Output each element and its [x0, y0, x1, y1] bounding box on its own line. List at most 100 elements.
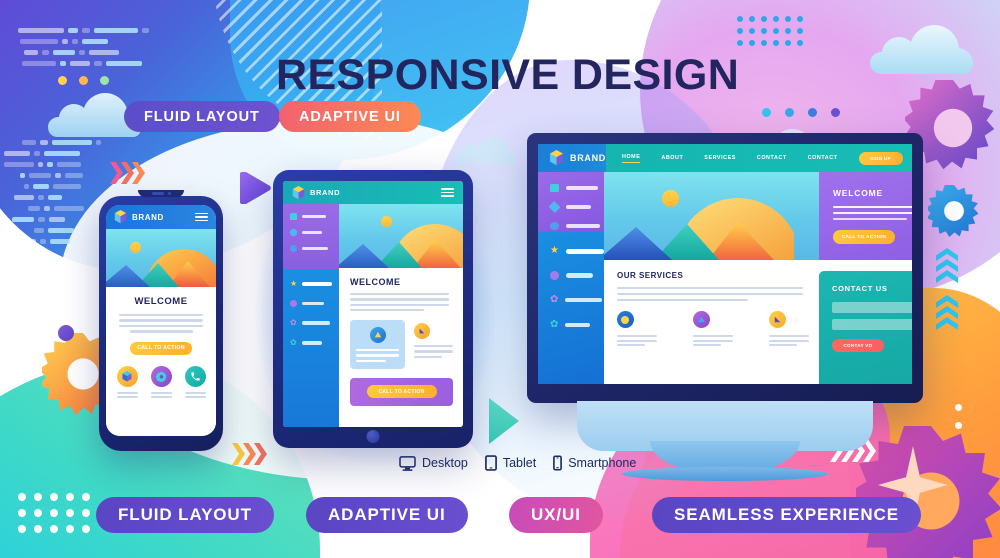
smartphone-icon [553, 455, 563, 471]
service-icon-3[interactable] [768, 311, 786, 329]
pencil-icon[interactable] [548, 200, 561, 214]
chevron-right-magenta-icon [110, 162, 145, 184]
triangle-badge-icon[interactable] [369, 327, 386, 344]
cloud-icon-top-left [48, 85, 156, 142]
service-icon-2[interactable] [692, 311, 710, 329]
four-dots-decoration [762, 108, 840, 117]
service-icon-1[interactable] [616, 311, 634, 329]
badge-ux-ui[interactable]: UX/UI [509, 497, 603, 533]
tablet-screen: BRAND [283, 181, 463, 427]
device-legend: Desktop Tablet Smartphone [399, 455, 636, 471]
phone-screen: BRAND [106, 205, 216, 436]
home-icon[interactable] [550, 184, 559, 192]
legend-label-tablet: Tablet [502, 456, 537, 470]
desktop-brand-label: BRAND [570, 153, 606, 163]
tablet-cta-button[interactable]: CALL TO ACTION [366, 385, 437, 399]
gear-blue-icon [928, 185, 980, 237]
monitor-base [622, 467, 828, 481]
dot-purple-decoration [58, 325, 74, 341]
triangle-teal-decoration [489, 398, 519, 444]
desktop-nav-about[interactable]: ABOUT [661, 155, 684, 161]
brand-cube-icon [114, 210, 127, 224]
desktop-device-mockup[interactable]: BRAND HOME ABOUT SERVICES CONTACT CONTAC… [527, 133, 923, 481]
phone-hero-image [106, 229, 216, 287]
hamburger-icon[interactable] [441, 188, 454, 197]
chevron-right-yellow-icon [232, 443, 267, 465]
phone-cta-button[interactable]: CALL TO ACTION [130, 341, 192, 355]
monitor-bezel: BRAND HOME ABOUT SERVICES CONTACT CONTAC… [527, 133, 923, 403]
desktop-welcome-title: WELCOME [832, 188, 883, 198]
tablet-device-mockup[interactable]: BRAND [273, 170, 473, 448]
desktop-contact-submit[interactable]: CONTAY VO [831, 339, 884, 352]
home-icon[interactable] [290, 213, 297, 220]
legend-item-desktop: Desktop [399, 455, 468, 471]
code-lines-decoration-secondary [4, 140, 234, 250]
desktop-navbar: BRAND HOME ABOUT SERVICES CONTACT CONTAC… [538, 144, 912, 172]
flower-icon[interactable]: ✿ [550, 294, 559, 305]
tablet-home-button[interactable] [366, 430, 380, 443]
phone-brand-label: BRAND [132, 212, 164, 222]
circle-icon[interactable] [290, 300, 297, 307]
desktop-hero-image [603, 172, 819, 260]
desktop-screen: BRAND HOME ABOUT SERVICES CONTACT CONTAC… [538, 144, 912, 384]
pencil-icon[interactable] [288, 227, 299, 238]
phone-welcome-title: WELCOME [134, 296, 188, 307]
legend-item-tablet: Tablet [484, 455, 537, 471]
user-icon[interactable] [550, 222, 559, 230]
desktop-signup-button[interactable]: SIGN UP [858, 151, 903, 165]
desktop-welcome-panel: WELCOME CALL TO ACTION [818, 172, 912, 260]
badge-adaptive-ui-top[interactable]: ADAPTIVE UI [279, 101, 421, 132]
contact-input-name[interactable] [831, 302, 912, 313]
desktop-contact-panel: CONTACT US CONTAY VO [818, 271, 912, 384]
legend-label-desktop: Desktop [422, 456, 468, 470]
desktop-body: ★ ✿ ✿ [538, 172, 912, 384]
tablet-welcome-title: WELCOME [350, 277, 401, 287]
page-title: RESPONSIVE DESIGN [276, 51, 740, 99]
tablet-brand-label: BRAND [310, 188, 341, 197]
desktop-nav-contact-2[interactable]: CONTACT [807, 155, 838, 161]
chevron-up-cyan-icon-secondary [936, 295, 958, 330]
desktop-welcome-cta[interactable]: CALL TO ACTION [832, 230, 895, 245]
badge-seamless-experience[interactable]: SEAMLESS EXPERIENCE [652, 497, 921, 533]
star-icon[interactable]: ★ [550, 245, 559, 256]
shape-badge-icon[interactable] [414, 323, 430, 340]
brand-cube-icon [549, 150, 564, 166]
tablet-cta-panel: CALL TO ACTION [350, 377, 453, 406]
brand-cube-icon [292, 185, 305, 199]
desktop-nav-contact-1[interactable]: CONTACT [756, 155, 787, 161]
chevron-up-cyan-icon [936, 248, 958, 283]
desktop-services-section: OUR SERVICES [616, 271, 819, 384]
cloud-icon-center [455, 136, 521, 169]
desktop-nav-home[interactable]: HOME [622, 154, 641, 163]
gear-icon[interactable]: ✿ [550, 319, 559, 330]
badge-fluid-layout-top[interactable]: FLUID LAYOUT [124, 101, 280, 132]
play-triangle-icon [238, 170, 272, 206]
tablet-icon [484, 455, 497, 471]
legend-label-smartphone: Smartphone [568, 456, 637, 470]
desktop-sidebar: ★ ✿ ✿ [538, 172, 604, 384]
hamburger-icon[interactable] [195, 212, 208, 222]
dot-grid-bottom-left [18, 493, 98, 541]
star-icon[interactable]: ★ [290, 279, 298, 288]
flower-icon[interactable]: ✿ [290, 318, 297, 327]
desktop-contact-title: CONTACT US [831, 284, 888, 293]
dot-grid-top-right [737, 16, 809, 52]
cube-icon[interactable] [116, 365, 138, 387]
contact-input-email[interactable] [831, 319, 912, 330]
circle-icon[interactable] [550, 271, 559, 280]
user-icon[interactable] [290, 245, 297, 252]
smartphone-device-mockup[interactable]: BRAND [99, 190, 223, 451]
tablet-hero-image [339, 204, 463, 268]
gear-icon[interactable]: ✿ [290, 338, 297, 347]
gear-magenta-icon [856, 426, 1000, 558]
desktop-services-title: OUR SERVICES [616, 271, 684, 280]
gear-icon[interactable] [150, 365, 172, 387]
tablet-sidebar: ★ ✿ ✿ [283, 204, 339, 427]
legend-item-smartphone: Smartphone [553, 455, 636, 471]
badge-fluid-layout-bottom[interactable]: FLUID LAYOUT [96, 497, 274, 533]
phone-icon[interactable] [184, 365, 206, 387]
desktop-nav-services[interactable]: SERVICES [704, 155, 736, 161]
phone-notch [138, 190, 184, 197]
badge-adaptive-ui-bottom[interactable]: ADAPTIVE UI [306, 497, 468, 533]
